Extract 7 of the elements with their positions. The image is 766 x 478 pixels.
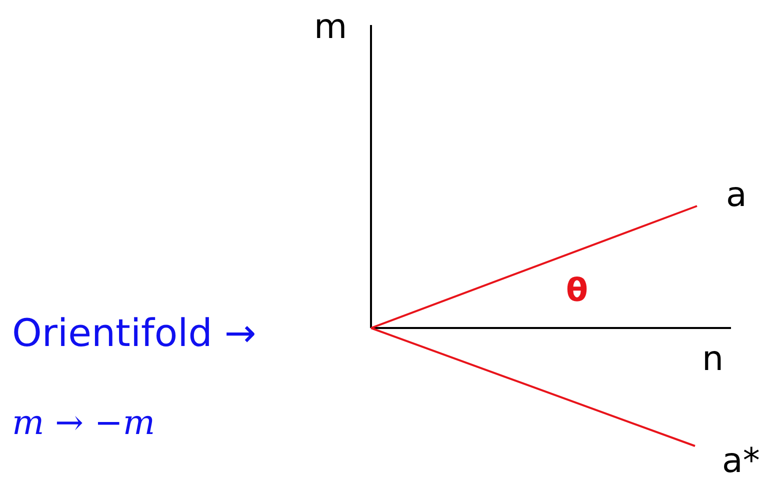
axis-label: a: [726, 178, 747, 212]
formula-text: m → −m: [12, 406, 156, 440]
axis-label: n: [702, 342, 724, 376]
annotation-text: Orientifold →: [12, 314, 256, 352]
axis-label: a*: [722, 444, 760, 478]
angle-label: θ: [566, 274, 588, 306]
axis-label: m: [314, 10, 348, 44]
